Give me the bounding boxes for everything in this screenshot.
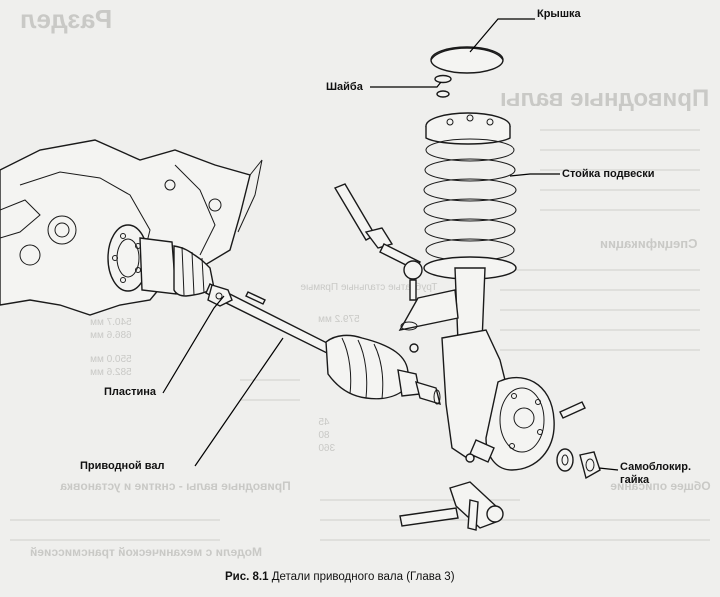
leader-locknut xyxy=(598,467,619,471)
bleed-number-2: 550.0 мм xyxy=(90,354,132,365)
knuckle-bolt xyxy=(559,401,586,419)
label-drive-shaft: Приводной вал xyxy=(80,460,165,472)
bleed-side-heading-2: Модели с механической трансмиссией xyxy=(30,545,262,559)
bleed-number-5: 45 xyxy=(318,417,330,428)
tie-rod xyxy=(333,183,423,301)
caption-text: Детали приводного вала (Глава 3) xyxy=(271,571,455,583)
bleed-side-heading-1: Приводные валы - снятие и установка xyxy=(60,479,291,493)
bleed-number-0: 540.7 мм xyxy=(90,317,132,328)
figure-caption: Рис. 8.1 Детали приводного вала (Глава 3… xyxy=(225,571,455,583)
strut-cover-dome xyxy=(430,47,504,61)
ball-joint xyxy=(399,481,504,531)
small-nut xyxy=(409,343,419,353)
washer-top xyxy=(434,74,452,84)
leader-cover xyxy=(469,18,535,53)
bleed-table-head: Трубчатые стальные Прямые xyxy=(300,281,437,293)
hub-washer xyxy=(556,448,574,472)
strut-bracket xyxy=(398,289,459,331)
leader-lines xyxy=(162,18,619,471)
label-locknut: Самоблокир. гайка xyxy=(620,461,692,486)
label-cover: Крышка xyxy=(537,8,581,20)
bleed-section-spec: Спецификации xyxy=(600,236,698,251)
leader-strut xyxy=(509,173,560,177)
leader-washer xyxy=(370,81,442,88)
bleed-number-1: 686.6 мм xyxy=(90,330,132,341)
label-strut: Стойка подвески xyxy=(562,168,655,180)
hub-flange xyxy=(485,376,555,471)
leader-drive-shaft xyxy=(194,337,284,467)
leader-plate xyxy=(162,295,225,394)
bleed-through: Раздел Приводные валы Спецификации Трубч… xyxy=(10,4,711,559)
label-plate: Пластина xyxy=(104,386,157,398)
bleed-header-left: Раздел xyxy=(20,4,112,34)
label-washer: Шайба xyxy=(326,81,363,93)
plate-bolt xyxy=(245,291,266,305)
bleed-header-right: Приводные валы xyxy=(500,85,709,112)
plate-part xyxy=(207,284,233,307)
caption-number: Рис. 8.1 xyxy=(225,571,269,583)
locknut-part xyxy=(579,451,601,480)
bleed-side-heading-3: Общее описание xyxy=(610,479,711,493)
bleed-number-3: 582.6 мм xyxy=(90,367,132,378)
bleed-number-4: 579.2 мм xyxy=(318,314,360,325)
bleed-number-6: 80 xyxy=(318,430,330,441)
coil-spring xyxy=(423,138,517,262)
strut-assembly xyxy=(398,46,517,343)
knuckle-hub xyxy=(441,329,601,480)
bleed-number-7: 360 xyxy=(318,443,335,454)
inner-cv-joint xyxy=(139,237,177,295)
drive-shaft xyxy=(107,224,441,406)
washer-bottom xyxy=(436,90,450,98)
shaft-stub xyxy=(415,380,441,406)
